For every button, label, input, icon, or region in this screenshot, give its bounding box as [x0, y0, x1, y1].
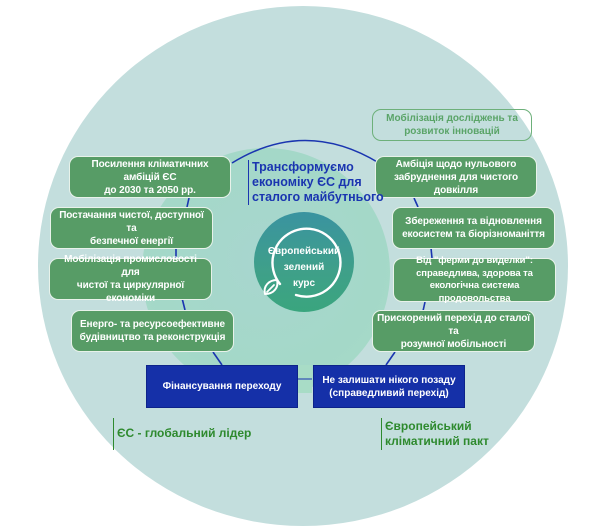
- text-line: Фінансування переходу: [162, 381, 282, 392]
- text-line: Не залишати нікого позаду: [322, 374, 456, 386]
- eu-global-leader: ЄС - глобальний лідер: [113, 418, 251, 450]
- climate-pact: Європейський кліматичний пакт: [381, 418, 489, 450]
- text-line: Збереження та відновлення: [405, 216, 542, 227]
- text-line: екологічна система продовольства: [429, 280, 520, 304]
- text-line: Амбіція щодо нульового: [395, 158, 517, 170]
- headline-line: сталого майбутнього: [252, 190, 384, 204]
- text-line: безпечної енергії: [90, 235, 173, 247]
- text-line: Енерго- та ресурсоефективне: [79, 319, 225, 330]
- goal-research-innovation: Мобілізація досліджень та розвиток іннова…: [372, 109, 532, 141]
- goal-buildings: Енерго- та ресурсоефективне будівництво т…: [71, 310, 234, 352]
- text-line: забруднення для чистого довкілля: [393, 171, 519, 196]
- headline: Трансформуємо економіку ЄС для сталого м…: [248, 160, 384, 205]
- text-line: Постачання чистої, доступної та: [59, 209, 204, 234]
- text-line: розвиток інновацій: [404, 126, 500, 137]
- goal-farm-to-fork: Від "ферми до виделки":справедлива, здор…: [393, 255, 556, 304]
- text-line: Від "ферми до виделки":: [416, 255, 533, 266]
- leaf-icon: [263, 279, 279, 295]
- goal-biodiversity: Збереження та відновлення екосистем та бі…: [392, 207, 555, 249]
- text-line: будівництво та реконструкція: [79, 332, 226, 343]
- text-line: Мобілізація промисловості для: [64, 254, 197, 278]
- headline-line: економіку ЄС для: [252, 175, 362, 189]
- just-transition: Не залишати нікого позаду(справедливий п…: [313, 365, 465, 408]
- text-line: (справедливий перехід): [329, 387, 449, 399]
- text-line: до 2030 та 2050 рр.: [104, 184, 196, 196]
- headline-line: Трансформуємо: [252, 160, 354, 174]
- text-line: кліматичний пакт: [385, 434, 489, 448]
- hub-title: Європейський зелений курс: [254, 244, 354, 292]
- text-line: Прискорений перехід до сталої та: [377, 312, 530, 337]
- text-line: ЄС - глобальний лідер: [117, 426, 252, 440]
- hub-ring: [271, 227, 342, 298]
- hub-title-line: Європейський: [267, 246, 341, 257]
- text-line: розумної мобільності: [400, 338, 507, 350]
- hub-title-line: зелений: [283, 262, 325, 273]
- text-line: чистої та циркулярної економіки: [76, 280, 185, 304]
- text-line: Європейський: [385, 419, 472, 433]
- hub-title-line: курс: [292, 278, 316, 289]
- text-line: Мобілізація досліджень та: [386, 113, 518, 124]
- financing-transition: Фінансування переходу: [146, 365, 298, 408]
- text-line: справедлива, здорова та: [416, 267, 533, 279]
- text-line: Посилення кліматичних амбіцій ЄС: [91, 158, 209, 183]
- text-line: екосистем та біорізноманіття: [402, 229, 545, 240]
